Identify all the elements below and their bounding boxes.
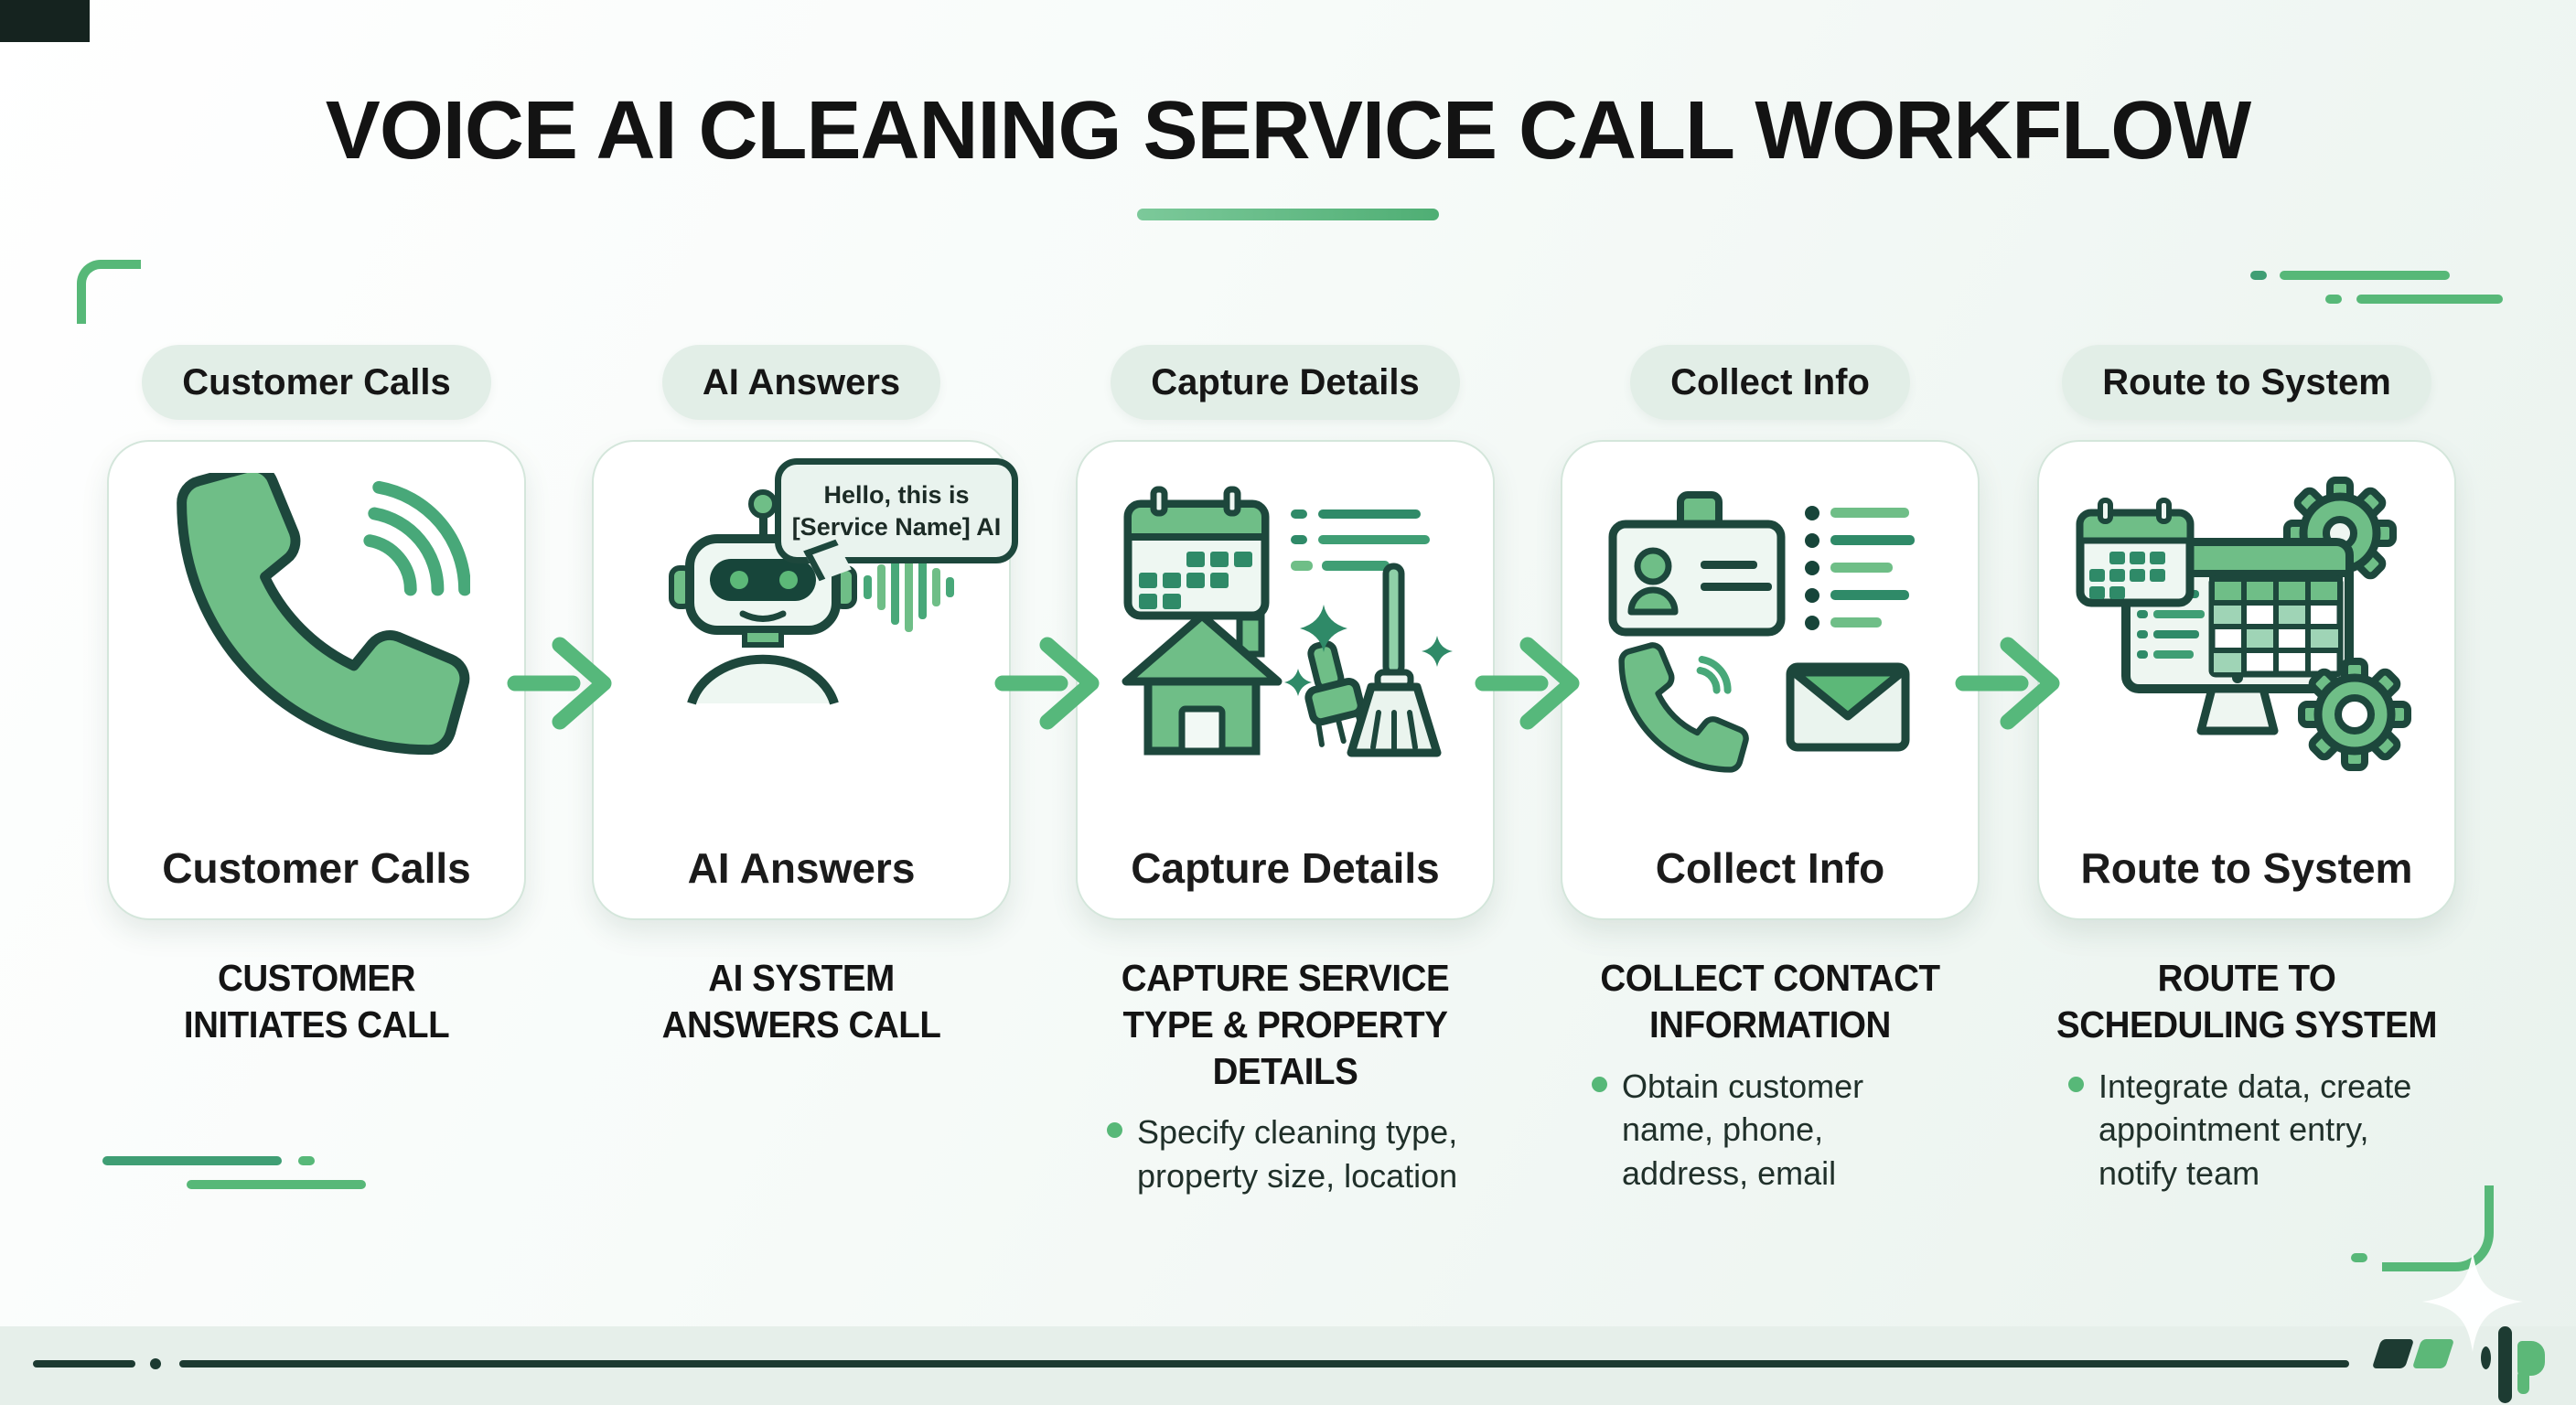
sound-waves-icon <box>363 480 470 596</box>
sparkles-icon <box>1284 605 1453 696</box>
step-heading: CAPTURE SERVICE TYPE & PROPERTY DETAILS <box>1121 957 1450 1092</box>
step-pill: Customer Calls <box>142 345 491 420</box>
collect-info-icons <box>1608 491 1915 773</box>
logo-mark <box>2498 1326 2512 1403</box>
capture-details-icons <box>1122 486 1453 757</box>
bullet-dot <box>2068 1076 2084 1092</box>
step-pill-label: Route to System <box>2102 361 2391 402</box>
step-card: Route to System <box>2037 440 2456 920</box>
waveform-icon <box>864 542 954 632</box>
robot-eye <box>730 571 748 589</box>
flow-arrow-icon <box>994 637 1100 730</box>
schedule-table-icon <box>2208 575 2344 678</box>
flow-arrow-icon <box>1955 637 2060 730</box>
step-card: Customer Calls <box>107 440 526 920</box>
step-card: Collect Info <box>1561 440 1980 920</box>
deco-line <box>187 1180 366 1189</box>
deco-line <box>2280 271 2450 280</box>
card-label: Route to System <box>2080 844 2413 892</box>
corner-chip <box>0 0 90 42</box>
bullet-item: Obtain customer name, phone, address, em… <box>1592 1065 1980 1196</box>
logo-mark <box>2517 1370 2529 1394</box>
bullet-item: Specify cleaning type, property size, lo… <box>1107 1110 1495 1197</box>
corner-bracket-icon <box>77 260 141 324</box>
flow-arrow-icon <box>507 637 612 730</box>
broom-icon <box>1347 563 1442 757</box>
robot-icon <box>669 489 954 705</box>
footer-rule-segment <box>33 1360 135 1367</box>
title-underline <box>1137 209 1439 220</box>
deco-dash <box>298 1156 315 1165</box>
step-card: Hello, this is [Service Name] AI <box>592 440 1018 920</box>
id-card-icon <box>1608 491 1786 637</box>
deco-dash <box>2325 295 2342 304</box>
logo-mark <box>2517 1341 2545 1376</box>
envelope-icon <box>1786 662 1910 752</box>
gear-icon <box>2298 658 2411 771</box>
dotted-list-icon <box>1805 506 1915 630</box>
step-pill-label: Customer Calls <box>182 361 451 402</box>
step-heading: COLLECT CONTACT INFORMATION <box>1600 957 1940 1046</box>
robot-neck <box>742 627 784 648</box>
bullet-dot <box>1592 1076 1607 1092</box>
phone-icon <box>177 473 470 756</box>
step-pill: Route to System <box>2062 345 2431 420</box>
robot-antenna <box>748 489 778 541</box>
deco-line <box>102 1156 282 1165</box>
step-pill-label: Capture Details <box>1151 361 1420 402</box>
corner-bracket-icon <box>2382 1185 2494 1271</box>
step-column-customer-calls: Customer Calls Customer Calls CUSTOMER I… <box>107 345 526 1048</box>
robot-visor <box>710 559 816 601</box>
step-pill-label: Collect Info <box>1670 361 1870 402</box>
bullet-item: Integrate data, create appointment entry… <box>2068 1065 2456 1196</box>
step-pill: Capture Details <box>1111 345 1460 420</box>
page-title: VOICE AI CLEANING SERVICE CALL WORKFLOW <box>325 85 2251 177</box>
step-card: Capture Details <box>1076 440 1495 920</box>
deco-dash <box>2351 1253 2367 1262</box>
brush-icon <box>1304 640 1368 747</box>
step-pill: Collect Info <box>1630 345 1910 420</box>
route-to-system-icons <box>2076 477 2411 771</box>
deco-line <box>2356 295 2503 304</box>
flow-arrow-icon <box>1475 637 1580 730</box>
step-column-capture-details: Capture Details <box>1076 345 1495 1198</box>
card-label: Capture Details <box>1131 844 1440 892</box>
checklist-icon <box>1291 509 1430 571</box>
step-column-collect-info: Collect Info <box>1561 345 1980 1195</box>
house-icon <box>1122 611 1283 756</box>
deco-dash <box>2250 271 2267 280</box>
speech-bubble-icon: Hello, this is [Service Name] AI <box>775 458 1018 582</box>
calendar-icon <box>2076 498 2195 607</box>
robot-smile <box>739 610 787 622</box>
step-column-ai-answers: AI Answers Hello, this is [Service Name]… <box>592 345 1018 1048</box>
phone-handset <box>177 473 470 756</box>
step-pill-label: AI Answers <box>702 361 901 402</box>
footer-rule-dot <box>150 1358 161 1369</box>
step-heading: AI SYSTEM ANSWERS CALL <box>661 957 941 1046</box>
calendar-icon <box>1123 486 1270 620</box>
phone-icon <box>1618 642 1749 773</box>
card-label: Collect Info <box>1655 844 1885 892</box>
footer-rule <box>179 1360 2349 1367</box>
robot-eye <box>779 571 798 589</box>
robot-shoulders <box>687 654 839 705</box>
sparkle-icon <box>2422 1251 2523 1352</box>
card-label: Customer Calls <box>162 844 471 892</box>
step-heading: ROUTE TO SCHEDULING SYSTEM <box>2055 957 2437 1046</box>
logo-mark <box>2481 1346 2491 1369</box>
bullet-dot <box>1107 1122 1122 1139</box>
step-pill: AI Answers <box>661 345 941 420</box>
step-heading: CUSTOMER INITIATES CALL <box>183 957 450 1046</box>
step-column-route-to-system: Route to System <box>2037 345 2456 1195</box>
card-label: AI Answers <box>687 844 916 892</box>
